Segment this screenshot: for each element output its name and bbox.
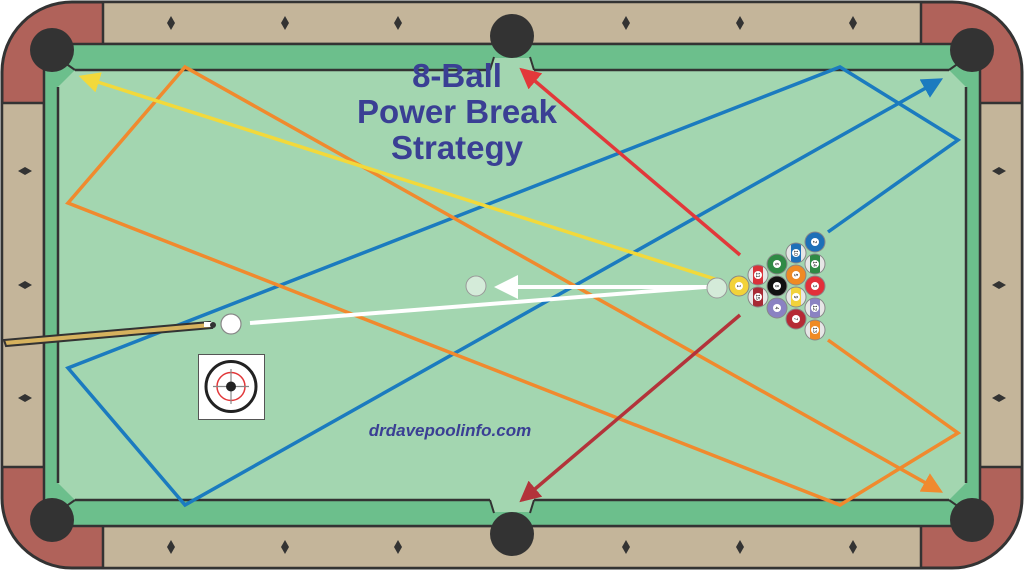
ball-2: 2 bbox=[804, 231, 826, 253]
diagram-title: 8-Ball Power Break Strategy bbox=[300, 58, 614, 166]
pocket-top-left bbox=[30, 28, 74, 72]
diamond-icon bbox=[18, 16, 1006, 554]
ball-3: 3 bbox=[804, 275, 826, 297]
ball-5: 5 bbox=[785, 264, 807, 286]
ball-7: 7 bbox=[785, 308, 807, 330]
ball-14: 14 bbox=[804, 253, 826, 275]
svg-text:3: 3 bbox=[811, 285, 817, 288]
pocket-top-middle bbox=[490, 14, 534, 58]
title-line-3: Strategy bbox=[390, 129, 524, 166]
path-orange-ball bbox=[65, 64, 962, 507]
path-darkred-ball bbox=[519, 313, 742, 503]
title-line-1: 8-Ball bbox=[412, 57, 502, 94]
pockets bbox=[30, 14, 994, 556]
ball-4: 4 bbox=[766, 297, 788, 319]
pocket-bottom-right bbox=[950, 498, 994, 542]
pocket-bottom-left bbox=[30, 498, 74, 542]
ball-paths bbox=[65, 64, 962, 508]
svg-text:11: 11 bbox=[754, 272, 760, 277]
cue-tip-target-icon bbox=[198, 354, 265, 420]
svg-text:9: 9 bbox=[792, 296, 798, 299]
ball-8: 8 bbox=[766, 275, 788, 297]
ball-1: 1 bbox=[728, 275, 750, 297]
svg-text:1: 1 bbox=[735, 285, 741, 288]
website-credit: drdavepoolinfo.com bbox=[368, 421, 532, 440]
svg-text:12: 12 bbox=[811, 305, 817, 311]
cue-ball bbox=[220, 313, 242, 335]
svg-text:4: 4 bbox=[773, 307, 779, 310]
svg-text:6: 6 bbox=[773, 263, 779, 266]
ball-10: 10 bbox=[785, 242, 807, 264]
svg-text:2: 2 bbox=[811, 241, 817, 244]
path-cue-shot bbox=[249, 285, 706, 325]
cue-stick bbox=[2, 320, 216, 348]
svg-text:15: 15 bbox=[754, 294, 760, 300]
cue-ball-final-position bbox=[465, 275, 487, 297]
ball-11: 11 bbox=[747, 264, 769, 286]
svg-text:10: 10 bbox=[792, 250, 798, 256]
cue-ball-impact-position bbox=[706, 277, 728, 299]
title-line-2: Power Break bbox=[357, 93, 557, 130]
ball-15: 15 bbox=[747, 286, 769, 308]
path-yellow-ball bbox=[78, 72, 719, 282]
ball-13: 13 bbox=[804, 319, 826, 341]
svg-text:7: 7 bbox=[792, 318, 798, 321]
pocket-top-right bbox=[950, 28, 994, 72]
pocket-bottom-middle bbox=[490, 512, 534, 556]
svg-text:5: 5 bbox=[792, 274, 798, 277]
rail-diamonds bbox=[18, 16, 1006, 554]
svg-text:8: 8 bbox=[773, 285, 779, 288]
ball-12: 12 bbox=[804, 297, 826, 319]
ball-6: 6 bbox=[766, 253, 788, 275]
ball-9: 9 bbox=[785, 286, 807, 308]
svg-text:14: 14 bbox=[811, 261, 817, 267]
path-red-ball bbox=[519, 67, 742, 257]
svg-text:13: 13 bbox=[811, 327, 817, 333]
